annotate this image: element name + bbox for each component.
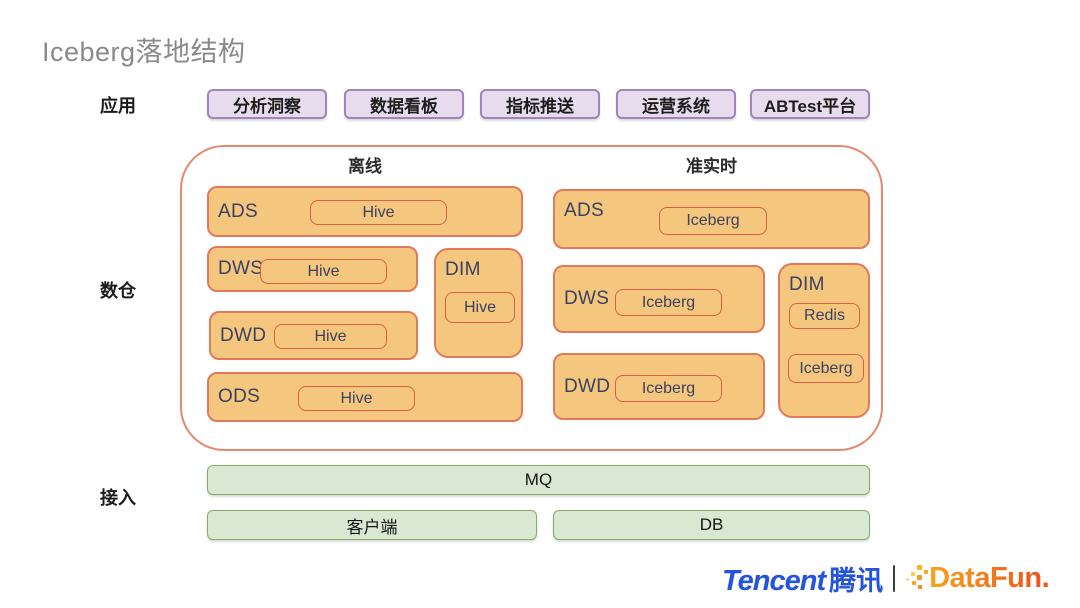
engine-chip-hive: Hive [445,292,515,323]
realtime-dwd-box: DWD Iceberg [553,353,765,420]
layer-name: DWD [220,324,267,346]
offline-ods-box: ODS Hive [207,372,523,422]
engine-chip-iceberg: Iceberg [615,289,722,316]
offline-ads-box: ADS Hive [207,186,523,237]
tencent-logo: Tencent 腾讯 [722,559,883,598]
row-label-application: 应用 [100,96,136,116]
engine-chip-iceberg: Iceberg [615,375,722,402]
layer-name: DWS [564,288,610,309]
tencent-chinese-wordmark: 腾讯 [829,565,884,596]
footer-logos: Tencent 腾讯 DataFun. [722,558,1050,598]
datafun-dots-icon [906,565,929,589]
app-box-operation-system: 运营系统 [616,89,736,119]
layer-name: DWS [218,258,264,279]
row-label-access: 接入 [100,488,136,508]
layer-name: ADS [218,200,258,222]
layer-name: ADS [564,200,604,221]
engine-chip-hive: Hive [298,386,415,411]
realtime-dim-box: DIM Redis Iceberg [778,263,870,418]
app-box-analysis-insight: 分析洞察 [207,89,327,119]
realtime-dws-box: DWS Iceberg [553,265,765,333]
layer-name: ODS [218,386,261,407]
engine-chip-hive: Hive [274,324,387,349]
access-mq-box: MQ [207,465,870,495]
engine-chip-redis: Redis [789,303,860,329]
tencent-wordmark: Tencent [722,564,826,597]
datafun-logo: DataFun. [905,561,1050,595]
app-box-abtest-platform: ABTest平台 [750,89,870,119]
realtime-ads-box: ADS Iceberg [553,189,870,249]
logo-separator [893,564,896,592]
app-box-data-dashboard: 数据看板 [344,89,464,119]
engine-chip-hive: Hive [260,259,387,284]
engine-chip-iceberg: Iceberg [788,354,864,383]
access-client-box: 客户端 [207,510,537,540]
offline-dim-box: DIM Hive [434,248,523,358]
access-db-box: DB [553,510,870,540]
offline-dwd-box: DWD Hive [209,311,418,360]
warehouse-container-outline [180,145,883,451]
engine-chip-iceberg: Iceberg [659,207,767,235]
datafun-wordmark: DataFun. [929,561,1050,594]
engine-chip-hive: Hive [310,200,447,225]
row-label-warehouse: 数仓 [100,281,136,301]
layer-name: DIM [789,274,825,295]
column-header-near-realtime: 准实时 [686,157,737,176]
page-title: Iceberg落地结构 [42,37,246,67]
column-header-offline: 离线 [348,157,382,176]
layer-name: DIM [445,259,481,280]
app-box-metric-push: 指标推送 [480,89,600,119]
offline-dws-box: DWS Hive [207,246,418,292]
layer-name: DWD [564,375,611,397]
